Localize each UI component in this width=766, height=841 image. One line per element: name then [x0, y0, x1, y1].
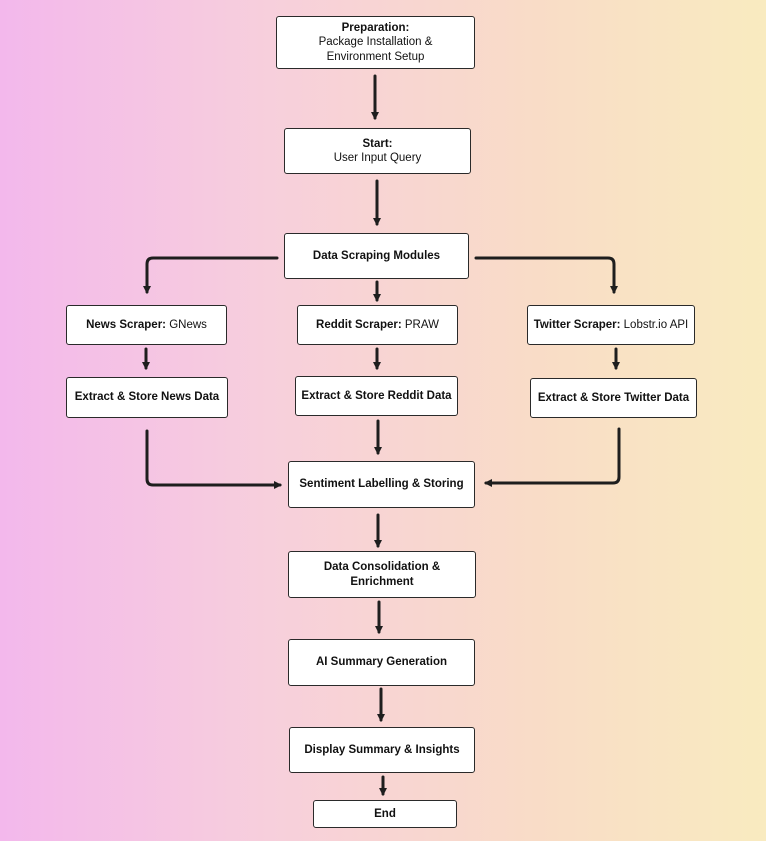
consolidation-line2: Enrichment — [350, 575, 414, 588]
scraping-label: Data Scraping Modules — [312, 249, 441, 262]
reddit-store-label: Extract & Store Reddit Data — [301, 389, 452, 402]
node-display-summary: Display Summary & Insights — [289, 727, 475, 773]
preparation-line1: Package Installation & — [318, 36, 433, 49]
node-twitter-scraper: Twitter Scraper: Lobstr.io API — [527, 305, 695, 345]
start-title: Start: — [362, 137, 393, 150]
node-start: Start: User Input Query — [284, 128, 471, 174]
node-consolidation: Data Consolidation & Enrichment — [288, 551, 476, 598]
sentiment-label: Sentiment Labelling & Storing — [299, 478, 464, 491]
display-label: Display Summary & Insights — [304, 743, 460, 756]
arrow-scraping-to-news — [143, 256, 279, 294]
node-ai-summary: AI Summary Generation — [288, 639, 475, 686]
preparation-title: Preparation: — [341, 21, 410, 34]
start-detail: User Input Query — [333, 152, 422, 164]
twitter-store-label: Extract & Store Twitter Data — [537, 391, 690, 404]
node-reddit-scraper: Reddit Scraper: PRAW — [297, 305, 458, 345]
arrow-news-store-to-sentiment — [145, 429, 282, 489]
node-news-store: Extract & Store News Data — [66, 377, 228, 418]
end-label: End — [374, 807, 396, 820]
node-preparation: Preparation: Package Installation & Envi… — [276, 16, 475, 69]
node-reddit-store: Extract & Store Reddit Data — [295, 376, 458, 416]
node-news-scraper: News Scraper: GNews — [66, 305, 227, 345]
preparation-line2: Environment Setup — [326, 50, 425, 63]
reddit-scraper-title: Reddit Scraper: — [316, 318, 402, 331]
node-data-scraping-modules: Data Scraping Modules — [284, 233, 469, 279]
arrow-twitter-store-to-sentiment — [484, 427, 621, 487]
news-scraper-detail: GNews — [166, 318, 207, 331]
twitter-scraper-title: Twitter Scraper: — [533, 318, 621, 331]
node-twitter-store: Extract & Store Twitter Data — [530, 378, 697, 418]
consolidation-line1: Data Consolidation & — [323, 561, 441, 574]
twitter-scraper-detail: Lobstr.io API — [620, 318, 689, 331]
node-sentiment: Sentiment Labelling & Storing — [288, 461, 475, 508]
node-end: End — [313, 800, 457, 828]
news-scraper-title: News Scraper: — [86, 318, 166, 331]
news-store-label: Extract & Store News Data — [74, 391, 220, 404]
arrow-scraping-to-twitter — [474, 256, 618, 294]
ai-summary-label: AI Summary Generation — [315, 656, 447, 669]
reddit-scraper-detail: PRAW — [401, 318, 439, 331]
